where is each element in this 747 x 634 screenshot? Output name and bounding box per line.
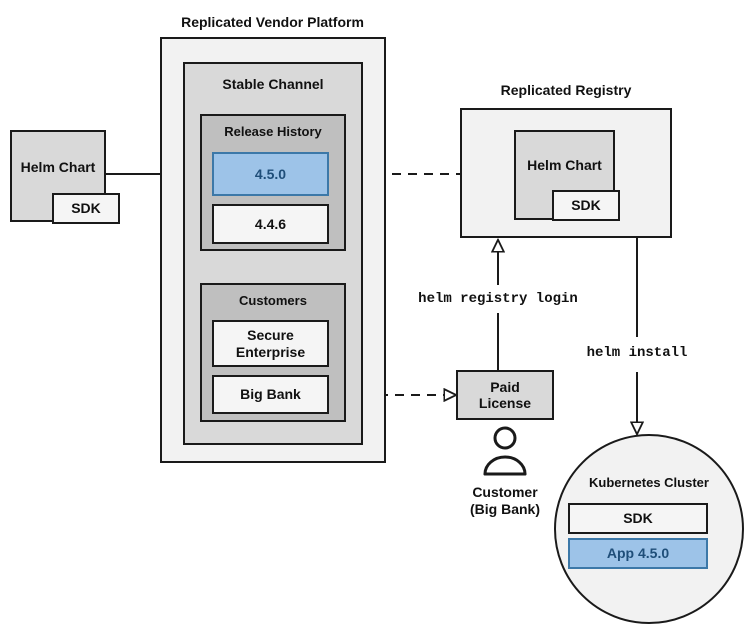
- release-history-label: Release History: [224, 124, 322, 139]
- release-version-4-5-0[interactable]: 4.5.0: [212, 152, 329, 196]
- kubernetes-cluster-title: Kubernetes Cluster: [589, 475, 709, 490]
- registry-helm-chart-label: Helm Chart: [527, 156, 602, 173]
- customer-actor-line2: (Big Bank): [470, 501, 540, 517]
- source-sdk-label: SDK: [71, 200, 101, 217]
- release-version-4-5-0-label: 4.5.0: [254, 165, 287, 182]
- vendor-platform-title: Replicated Vendor Platform: [181, 14, 364, 30]
- customer-secure-enterprise-label: Secure Enterprise: [235, 327, 306, 360]
- cluster-component-app[interactable]: App 4.5.0: [568, 538, 708, 569]
- release-version-4-4-6[interactable]: 4.4.6: [212, 204, 329, 244]
- customer-person-icon: [483, 426, 527, 476]
- customer-big-bank[interactable]: Big Bank: [212, 375, 329, 414]
- customer-secure-enterprise[interactable]: Secure Enterprise: [212, 320, 329, 367]
- customer-big-bank-label: Big Bank: [240, 386, 301, 403]
- paid-license-box[interactable]: Paid License: [456, 370, 554, 420]
- registry-sdk-label: SDK: [571, 197, 601, 214]
- command-helm-install: helm install: [586, 345, 688, 361]
- customers-label: Customers: [239, 293, 307, 308]
- replicated-registry-title: Replicated Registry: [500, 82, 632, 98]
- cluster-component-sdk[interactable]: SDK: [568, 503, 708, 534]
- registry-sdk-box[interactable]: SDK: [552, 190, 620, 221]
- customer-actor-line1: Customer: [472, 484, 538, 500]
- cluster-component-app-label: App 4.5.0: [606, 545, 670, 562]
- cluster-component-sdk-label: SDK: [623, 510, 653, 527]
- command-registry-login: helm registry login: [418, 291, 578, 307]
- release-version-4-4-6-label: 4.4.6: [254, 215, 287, 232]
- stable-channel-label: Stable Channel: [222, 76, 324, 92]
- source-sdk-box[interactable]: SDK: [52, 193, 120, 224]
- source-helm-chart-label: Helm Chart: [20, 158, 96, 175]
- paid-license-label: Paid License: [478, 378, 532, 411]
